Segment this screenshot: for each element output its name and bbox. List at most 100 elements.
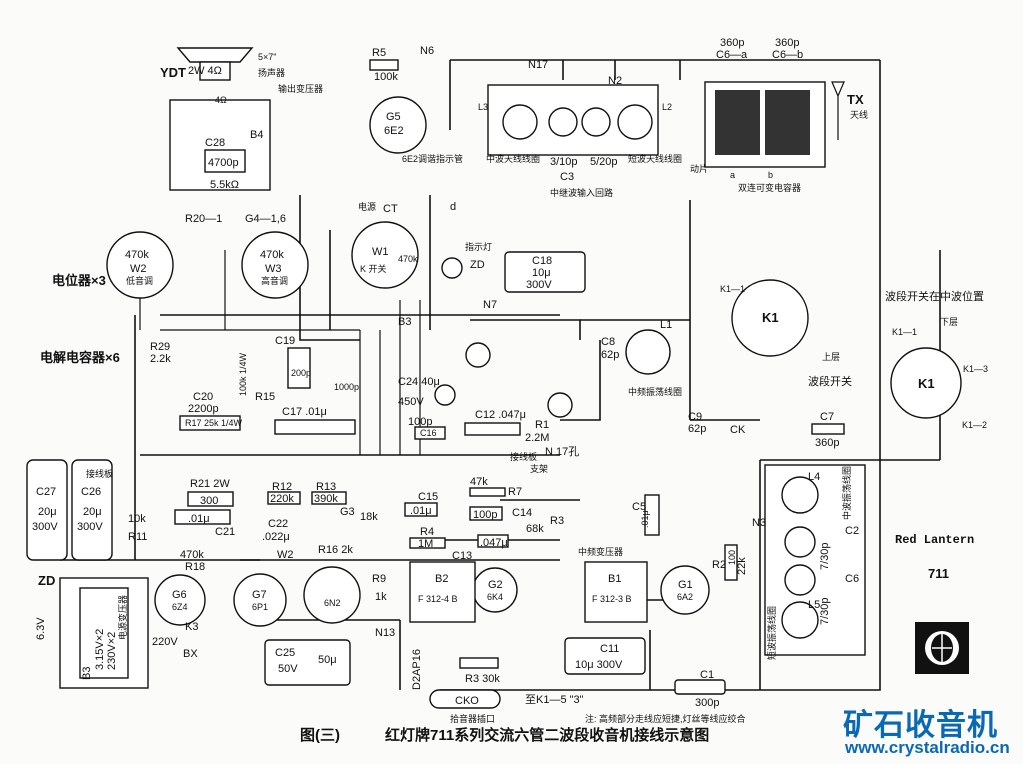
svg-text:R2: R2 — [712, 559, 726, 571]
svg-text:18k: 18k — [360, 511, 378, 523]
svg-text:.047μ: .047μ — [480, 537, 508, 549]
svg-text:K1—3: K1—3 — [963, 364, 988, 374]
lower-components: R21 2W 300 .01μ C21 10k R11 470k R18 R12… — [128, 476, 564, 639]
svg-text:D2AP16: D2AP16 — [411, 649, 423, 690]
speaker: 2W 4Ω YDT 5×7" 扬声器 — [160, 47, 285, 81]
svg-text:R11: R11 — [128, 531, 147, 543]
svg-text:10μ 300V: 10μ 300V — [575, 659, 623, 671]
svg-text:3/10p: 3/10p — [550, 156, 578, 168]
power-transformer: B3 3.15V×2 230V×2 电源变压器 220V ZD 6.3V K3 … — [35, 573, 351, 689]
svg-text:高音调: 高音调 — [261, 275, 288, 286]
svg-text:C16: C16 — [420, 428, 437, 438]
svg-text:470k: 470k — [180, 549, 204, 561]
svg-text:C6—b: C6—b — [772, 49, 803, 61]
bottom-components: D2AP16 R3 30k C11 10μ 300V CKO 至K1—5 "3"… — [411, 637, 746, 724]
svg-text:6Z4: 6Z4 — [172, 602, 188, 612]
svg-text:CKO: CKO — [455, 695, 479, 707]
svg-text:F 312-3 B: F 312-3 B — [592, 594, 632, 604]
svg-text:电解电容器×6: 电解电容器×6 — [40, 350, 120, 365]
svg-text:BX: BX — [183, 648, 198, 660]
svg-text:C14: C14 — [512, 507, 532, 519]
svg-text:300p: 300p — [695, 697, 719, 709]
svg-text:22k: 22k — [736, 557, 748, 575]
svg-text:B3: B3 — [81, 667, 93, 680]
switch-k12-label: K1—2 — [962, 420, 987, 430]
svg-text:1k: 1k — [375, 591, 387, 603]
electrolytic-capacitors: C27 20μ 300V C26 20μ 300V 电解电容器×6 接线板 — [26, 350, 120, 561]
svg-text:.01μ: .01μ — [640, 510, 650, 528]
svg-text:100p: 100p — [408, 416, 432, 428]
svg-text:R18: R18 — [185, 561, 205, 573]
svg-text:220V: 220V — [152, 636, 178, 648]
svg-text:230V×2: 230V×2 — [106, 632, 118, 670]
svg-text:47k: 47k — [470, 476, 488, 488]
svg-text:R21 2W: R21 2W — [190, 478, 230, 490]
svg-text:6E2: 6E2 — [384, 125, 404, 137]
band-switch: K1 K1 波段开关 波段开关在中波位置 K1—1 K1—1 K1—3 K1—2… — [720, 279, 988, 430]
watermark-logo: 矿石收音机 — [843, 708, 998, 743]
svg-text:5/20p: 5/20p — [590, 156, 618, 168]
svg-text:K 开关: K 开关 — [360, 263, 387, 274]
oscillator-coils-right: L4 L5 N3 7/30p C2 7/30p C6 中波振荡线圈 短波振荡线圈… — [632, 464, 866, 660]
svg-text:220k: 220k — [270, 493, 294, 505]
antenna: TX 天线 — [831, 81, 868, 140]
svg-text:C11: C11 — [600, 643, 619, 655]
tubes: G6 6Z4 G7 6P1 6N2 G2 6K4 G1 6A2 B2 F 312… — [154, 546, 710, 627]
svg-text:R7: R7 — [508, 486, 522, 498]
input-coils: L3 L2 N17 N2 中波天线线圈 3/10p 5/20p 短波天线线圈 C… — [478, 59, 682, 198]
svg-text:b: b — [768, 170, 773, 180]
svg-text:接线板: 接线板 — [510, 451, 537, 462]
svg-text:6E2调谐指示管: 6E2调谐指示管 — [402, 153, 463, 164]
svg-text:300V: 300V — [77, 521, 103, 533]
svg-text:F 312-4 B: F 312-4 B — [418, 594, 458, 604]
svg-text:支架: 支架 — [530, 463, 548, 474]
svg-text:N17: N17 — [528, 59, 548, 71]
svg-text:C15: C15 — [418, 491, 438, 503]
svg-text:K1: K1 — [762, 310, 779, 325]
svg-text:1M: 1M — [418, 538, 433, 550]
svg-text:C26: C26 — [81, 486, 101, 498]
svg-text:B4: B4 — [250, 129, 263, 141]
svg-text:C3: C3 — [560, 171, 574, 183]
svg-text:注: 高频部分走线应短捷,灯丝等线应绞合: 注: 高频部分走线应短捷,灯丝等线应绞合 — [585, 713, 746, 724]
svg-text:d: d — [450, 201, 456, 213]
svg-text:电位器×3: 电位器×3 — [52, 273, 106, 288]
figure-number: 图(三) — [300, 727, 340, 744]
svg-text:100k: 100k — [374, 71, 398, 83]
svg-text:6A2: 6A2 — [677, 592, 693, 602]
svg-text:R3: R3 — [550, 515, 564, 527]
svg-text:G3: G3 — [340, 506, 355, 518]
svg-text:R15: R15 — [255, 391, 275, 403]
svg-text:C8: C8 — [601, 336, 615, 348]
svg-text:L2: L2 — [662, 102, 672, 112]
svg-text:天线: 天线 — [850, 109, 868, 120]
svg-text:N2: N2 — [608, 75, 622, 87]
svg-text:R20—1: R20—1 — [185, 213, 222, 225]
potentiometers: 470k W2 低音调 470k W3 高音调 W1 K 开关 470k 电位器… — [52, 201, 419, 299]
svg-text:B3: B3 — [398, 316, 411, 328]
svg-text:7/30p: 7/30p — [819, 542, 831, 570]
svg-text:W3: W3 — [265, 263, 282, 275]
svg-text:指示灯: 指示灯 — [465, 241, 492, 252]
svg-text:双连可变电容器: 双连可变电容器 — [738, 182, 801, 193]
svg-text:短波天线线圈: 短波天线线圈 — [628, 153, 682, 164]
svg-text:300: 300 — [200, 495, 218, 507]
svg-text:L3: L3 — [478, 102, 488, 112]
svg-text:波段开关: 波段开关 — [808, 374, 852, 388]
svg-text:.01μ: .01μ — [410, 505, 432, 517]
svg-text:C6: C6 — [845, 573, 859, 585]
svg-text:中波振荡线圈: 中波振荡线圈 — [841, 466, 852, 520]
svg-text:W1: W1 — [372, 246, 389, 258]
svg-text:20μ: 20μ — [83, 506, 102, 518]
svg-text:中波天线线圈: 中波天线线圈 — [486, 153, 540, 164]
oscillator-coil: L1 C8 62p 中频振荡线圈 C9 62p CK C7 360p — [601, 319, 845, 449]
output-transformer: 4Ω C28 4700p 5.5kΩ B4 输出变压器 — [169, 83, 323, 191]
svg-text:G7: G7 — [252, 589, 267, 601]
svg-text:360p: 360p — [720, 37, 744, 49]
svg-text:N 17孔: N 17孔 — [545, 445, 579, 458]
svg-text:G2: G2 — [488, 579, 503, 591]
svg-text:3.15V×2: 3.15V×2 — [94, 629, 106, 670]
svg-text:B2: B2 — [435, 573, 448, 585]
